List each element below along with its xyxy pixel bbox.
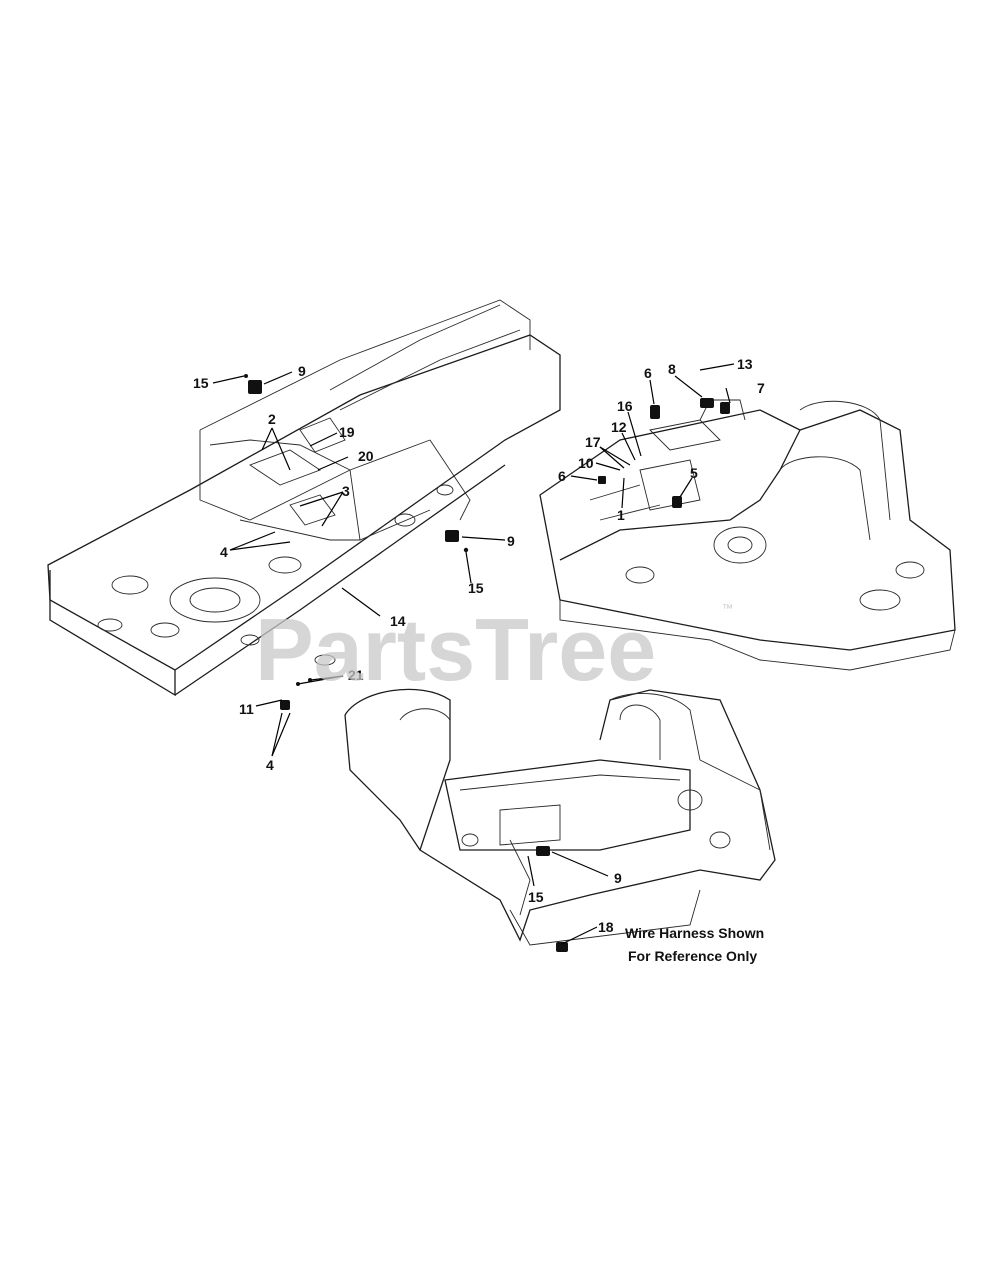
callout-17: 17 (585, 434, 601, 450)
part-glyphs (244, 374, 730, 952)
callout-7: 7 (757, 380, 765, 396)
watermark-trademark: ™ (722, 603, 733, 615)
callout-9: 9 (614, 870, 622, 886)
callout-16: 16 (617, 398, 633, 414)
callout-8: 8 (668, 361, 676, 377)
note-line-2: For Reference Only (628, 948, 757, 964)
callout-21: 21 (348, 667, 364, 683)
callout-15: 15 (468, 580, 484, 596)
callout-2: 2 (268, 411, 276, 427)
leader-lines (212, 363, 735, 945)
callout-12: 12 (611, 419, 627, 435)
callout-13: 13 (737, 356, 753, 372)
note-line-1: Wire Harness Shown (625, 925, 764, 941)
callout-15: 15 (193, 375, 209, 391)
callout-19: 19 (339, 424, 355, 440)
partstree-watermark: PartsTree ™ (255, 600, 733, 699)
right-frame-assembly (539, 399, 956, 671)
callout-6: 6 (558, 468, 566, 484)
callout-6: 6 (644, 365, 652, 381)
watermark-text: PartsTree (255, 600, 656, 699)
callout-10: 10 (578, 455, 594, 471)
callout-14: 14 (390, 613, 406, 629)
callout-5: 5 (690, 465, 698, 481)
lower-chassis-assembly (344, 688, 776, 946)
callout-18: 18 (598, 919, 614, 935)
callout-20: 20 (358, 448, 374, 464)
callout-4: 4 (220, 544, 228, 560)
callout-9: 9 (298, 363, 306, 379)
callout-3: 3 (342, 483, 350, 499)
callout-labels: 15 9 2 19 20 3 4 14 9 15 21 11 4 6 8 13 … (193, 356, 765, 935)
left-frame-assembly (47, 299, 561, 697)
callout-11: 11 (239, 701, 254, 717)
reference-note: Wire Harness Shown For Reference Only (625, 925, 764, 964)
callout-1: 1 (617, 507, 625, 523)
callout-9: 9 (507, 533, 515, 549)
callout-15: 15 (528, 889, 544, 905)
callout-4: 4 (266, 757, 274, 773)
